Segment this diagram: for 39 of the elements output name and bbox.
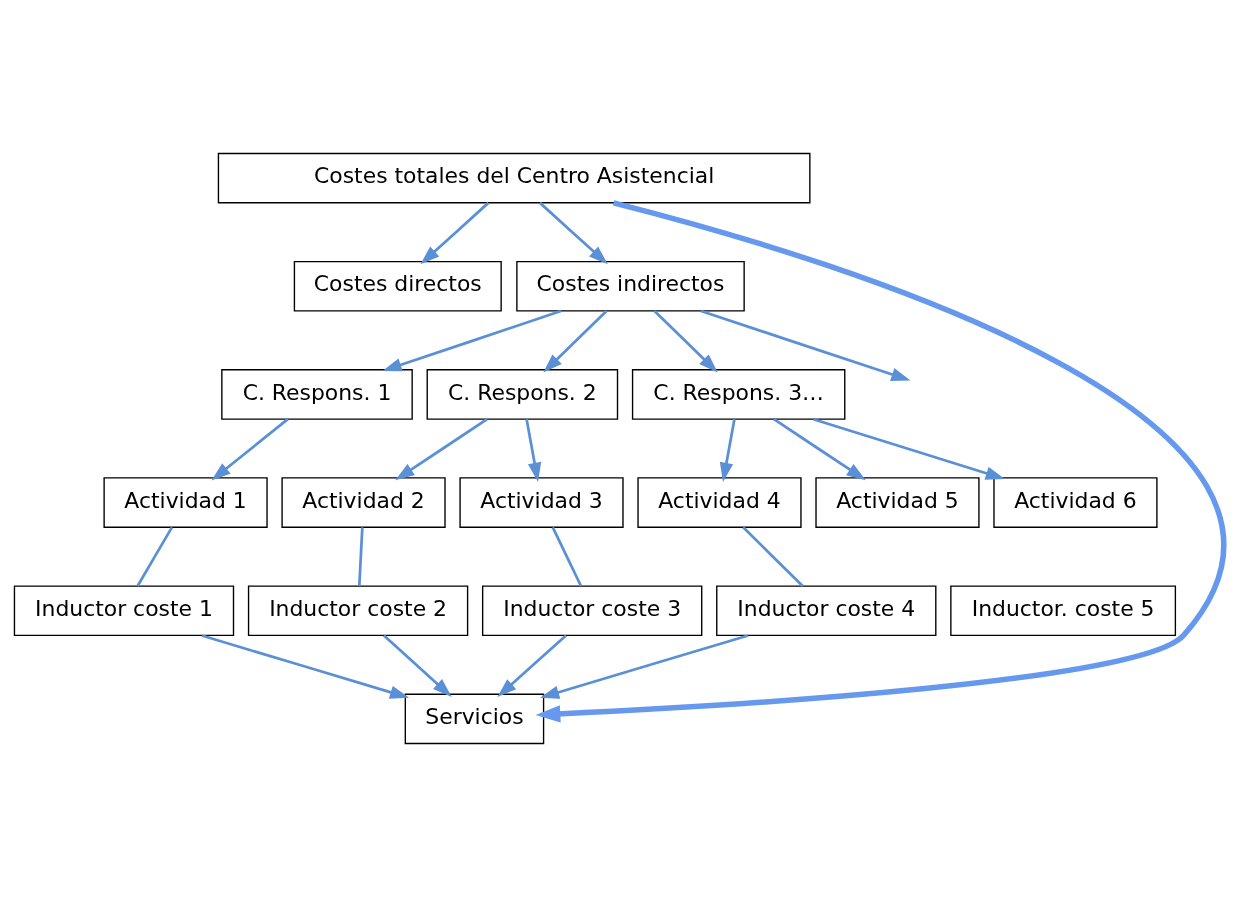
node-box: Inductor coste 4 bbox=[716, 585, 937, 637]
arrow bbox=[539, 201, 608, 265]
node-box: Actividad 5 bbox=[815, 477, 980, 528]
node-box: Actividad 4 bbox=[637, 477, 802, 528]
node-box: Costes directos bbox=[293, 260, 502, 312]
arrow bbox=[420, 201, 490, 265]
arrow bbox=[540, 634, 749, 699]
node-box: Inductor coste 2 bbox=[247, 585, 469, 637]
node-box: Inductor. coste 5 bbox=[950, 585, 1177, 637]
connector bbox=[136, 526, 174, 587]
connector bbox=[742, 526, 804, 587]
node-box: Actividad 1 bbox=[103, 477, 268, 528]
node-box: Inductor coste 3 bbox=[481, 585, 703, 637]
connector bbox=[551, 526, 583, 587]
arrow bbox=[497, 634, 567, 697]
node-box: Actividad 2 bbox=[281, 477, 446, 528]
node-box: Actividad 6 bbox=[993, 477, 1158, 528]
node-box: C. Respons. 1 bbox=[221, 369, 413, 420]
arrow bbox=[773, 418, 866, 481]
arrow bbox=[382, 309, 562, 372]
arrow bbox=[525, 418, 542, 482]
arrow bbox=[535, 200, 1226, 723]
arrow bbox=[382, 634, 452, 697]
arrow bbox=[395, 418, 488, 481]
node-box: Inductor coste 1 bbox=[13, 585, 235, 637]
node-box: Costes totales del Centro Asistencial bbox=[217, 152, 811, 204]
arrow bbox=[653, 310, 718, 373]
node-box: Servicios bbox=[404, 693, 545, 745]
arrow bbox=[700, 309, 911, 381]
node-box: Costes indirectos bbox=[516, 260, 745, 312]
connector bbox=[357, 527, 364, 587]
arrow bbox=[201, 634, 410, 699]
node-box: C. Respons. 2 bbox=[426, 369, 619, 420]
arrow bbox=[719, 418, 736, 482]
arrow bbox=[211, 418, 289, 481]
arrow bbox=[543, 310, 608, 373]
arrow bbox=[813, 417, 1005, 480]
node-box: Actividad 3 bbox=[459, 477, 624, 528]
node-box: C. Respons. 3… bbox=[631, 369, 846, 420]
